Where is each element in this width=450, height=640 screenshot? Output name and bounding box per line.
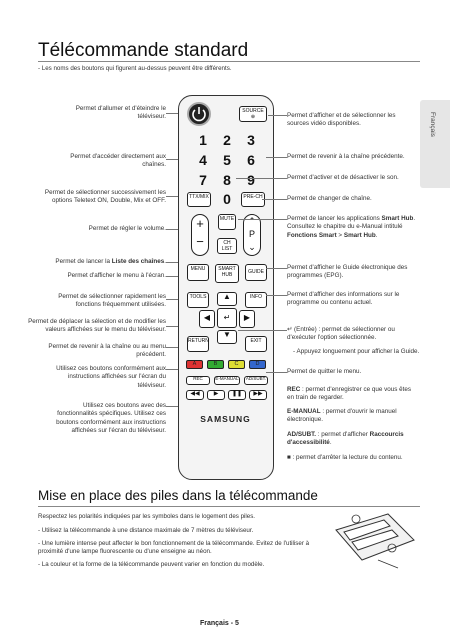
intro-note: - Les noms des boutons qui figurent au-d…	[38, 65, 232, 72]
label-enter: ↵ (Entrée) : permet de sélectionner ou d…	[287, 326, 395, 342]
source-button[interactable]: SOURCE⊕	[239, 106, 267, 122]
down-arrow-button[interactable]: ▼	[217, 330, 237, 344]
label-rec: REC : permet d'enregistrer ce que vous ê…	[287, 386, 412, 402]
label-media-buttons: Utilisez ces boutons avec des fonctionna…	[56, 402, 166, 435]
digit-2-button[interactable]: 2	[223, 132, 231, 148]
channel-label: P	[248, 229, 255, 239]
right-arrow-button[interactable]: ▶	[239, 310, 255, 328]
fast-forward-button[interactable]: ▶▶	[249, 390, 267, 400]
play-button[interactable]: ▶	[207, 390, 225, 400]
digit-8-button[interactable]: 8	[223, 172, 231, 188]
label-enter-guide-note: - Appuyez longuement pour afficher la Gu…	[293, 348, 420, 355]
leader-line	[166, 369, 186, 370]
leader-line	[266, 295, 287, 296]
leader-line	[166, 159, 188, 160]
digit-1-button[interactable]: 1	[199, 132, 207, 148]
volume-rocker[interactable]: +−	[191, 214, 209, 256]
leader-line	[266, 157, 287, 158]
batteries-bullet: - La couleur et la forme de la télécomma…	[38, 561, 265, 568]
label-numbers: Permet d'accéder directement aux chaînes…	[70, 153, 166, 169]
rewind-button[interactable]: ◀◀	[186, 390, 204, 400]
label-navigation: Permet de déplacer la sélection et de mo…	[28, 318, 166, 334]
color-button-d[interactable]: D	[249, 360, 266, 369]
label-volume: Permet de régler le volume.	[88, 225, 166, 232]
enter-icon: ↵	[287, 326, 293, 333]
leader-line	[262, 199, 287, 200]
info-button[interactable]: INFO	[245, 292, 267, 308]
leader-line	[238, 330, 287, 331]
color-button-b[interactable]: B	[207, 360, 224, 369]
leader-line	[236, 178, 287, 179]
leader-line	[266, 372, 287, 373]
up-arrow-button[interactable]: ▲	[217, 292, 237, 306]
left-arrow-button[interactable]: ◀	[199, 310, 215, 328]
batteries-section-title: Mise en place des piles dans la télécomm…	[38, 488, 318, 503]
digit-6-button[interactable]: 6	[247, 152, 255, 168]
label-pre-ch: Permet de revenir à la chaîne précédente…	[287, 153, 405, 160]
page-footer: Français - 5	[200, 620, 239, 627]
label-chlist: Permet de lancer la Liste des chaînes.	[55, 258, 166, 265]
color-button-c[interactable]: C	[228, 360, 245, 369]
label-stop: ■ : permet d'arrêter la lecture du conte…	[287, 454, 403, 461]
source-label: SOURCE	[242, 108, 264, 114]
smart-hub-button[interactable]: SMART HUB	[215, 264, 239, 283]
label-channel: Permet de changer de chaîne.	[287, 195, 372, 202]
page-title: Télécommande standard	[38, 40, 249, 61]
digit-7-button[interactable]: 7	[199, 172, 207, 188]
leader-line	[268, 115, 287, 116]
menu-button[interactable]: MENU	[187, 264, 209, 281]
digit-5-button[interactable]: 5	[223, 152, 231, 168]
label-exit: Permet de quitter le menu.	[287, 368, 362, 375]
leader-line	[166, 196, 188, 197]
mute-button[interactable]: MUTE	[218, 214, 236, 230]
label-color-buttons: Utilisez ces boutons conformément aux in…	[56, 365, 166, 389]
e-manual-button[interactable]: E-MANUAL	[214, 376, 240, 385]
battery-compartment-illustration	[335, 513, 415, 569]
ad-subt-button[interactable]: AD/SUBT.	[244, 376, 268, 385]
return-button[interactable]: RETURN	[187, 336, 209, 352]
tools-button[interactable]: TOOLS	[187, 292, 209, 308]
channel-rocker[interactable]: ⌃P⌄	[243, 214, 261, 256]
leader-line	[166, 406, 186, 407]
leader-line	[238, 219, 287, 220]
enter-button[interactable]: ↵	[217, 308, 237, 328]
ttx-mix-button[interactable]: TTX/MIX	[187, 192, 211, 207]
label-ad-subt: AD/SUBT. : permet d'afficher Raccourcis …	[287, 431, 404, 447]
label-info: Permet d'afficher des informations sur l…	[287, 291, 400, 307]
label-menu: Permet d'afficher le menu à l'écran.	[67, 272, 166, 279]
power-button[interactable]	[187, 102, 211, 126]
color-button-a[interactable]: A	[186, 360, 203, 369]
digit-4-button[interactable]: 4	[199, 152, 207, 168]
leader-line	[266, 268, 287, 269]
brand-logo: SAMSUNG	[200, 414, 251, 424]
title-rule	[38, 61, 420, 62]
power-icon	[192, 107, 206, 122]
digit-3-button[interactable]: 3	[247, 132, 255, 148]
batteries-title-rule	[38, 506, 420, 507]
remote-control-illustration: SOURCE⊕ 1 2 3 4 5 6 7 8 9 TTX/MIX 0 PRE-…	[178, 95, 274, 480]
label-e-manual: E-MANUAL : permet d'ouvrir le manuel éle…	[287, 408, 397, 424]
batteries-intro: Respectez les polarités indiquées par le…	[38, 513, 256, 520]
pause-button[interactable]: ❚❚	[228, 390, 246, 400]
label-source: Permet d'afficher et de sélectionner les…	[287, 112, 396, 128]
label-return: Permet de revenir à la chaîne ou au menu…	[48, 343, 166, 359]
label-teletext: Permet de sélectionner successivement le…	[44, 189, 166, 205]
batteries-bullet: - Utilisez la télécommande à une distanc…	[38, 527, 254, 534]
digit-0-button[interactable]: 0	[223, 191, 231, 207]
label-guide: Permet d'afficher le Guide électronique …	[287, 264, 408, 280]
label-smart-hub: Permet de lancer les applications Smart …	[287, 215, 416, 239]
label-power: Permet d'allumer et d'éteindre le télévi…	[75, 105, 166, 121]
batteries-bullet: - Une lumière intense peut affecter le b…	[38, 540, 310, 556]
label-tools: Permet de sélectionner rapidement les fo…	[58, 293, 166, 309]
guide-button[interactable]: GUIDE	[245, 264, 267, 281]
exit-button[interactable]: EXIT	[245, 336, 267, 352]
language-tab: Français	[420, 100, 450, 188]
language-tab-label: Français	[429, 112, 436, 137]
stop-icon: ■	[287, 454, 291, 461]
rec-button[interactable]: REC	[186, 376, 210, 385]
ch-list-button[interactable]: CH LIST	[217, 238, 237, 254]
digit-9-button[interactable]: 9	[247, 172, 255, 188]
label-mute: Permet d'activer et de désactiver le son…	[287, 174, 399, 181]
